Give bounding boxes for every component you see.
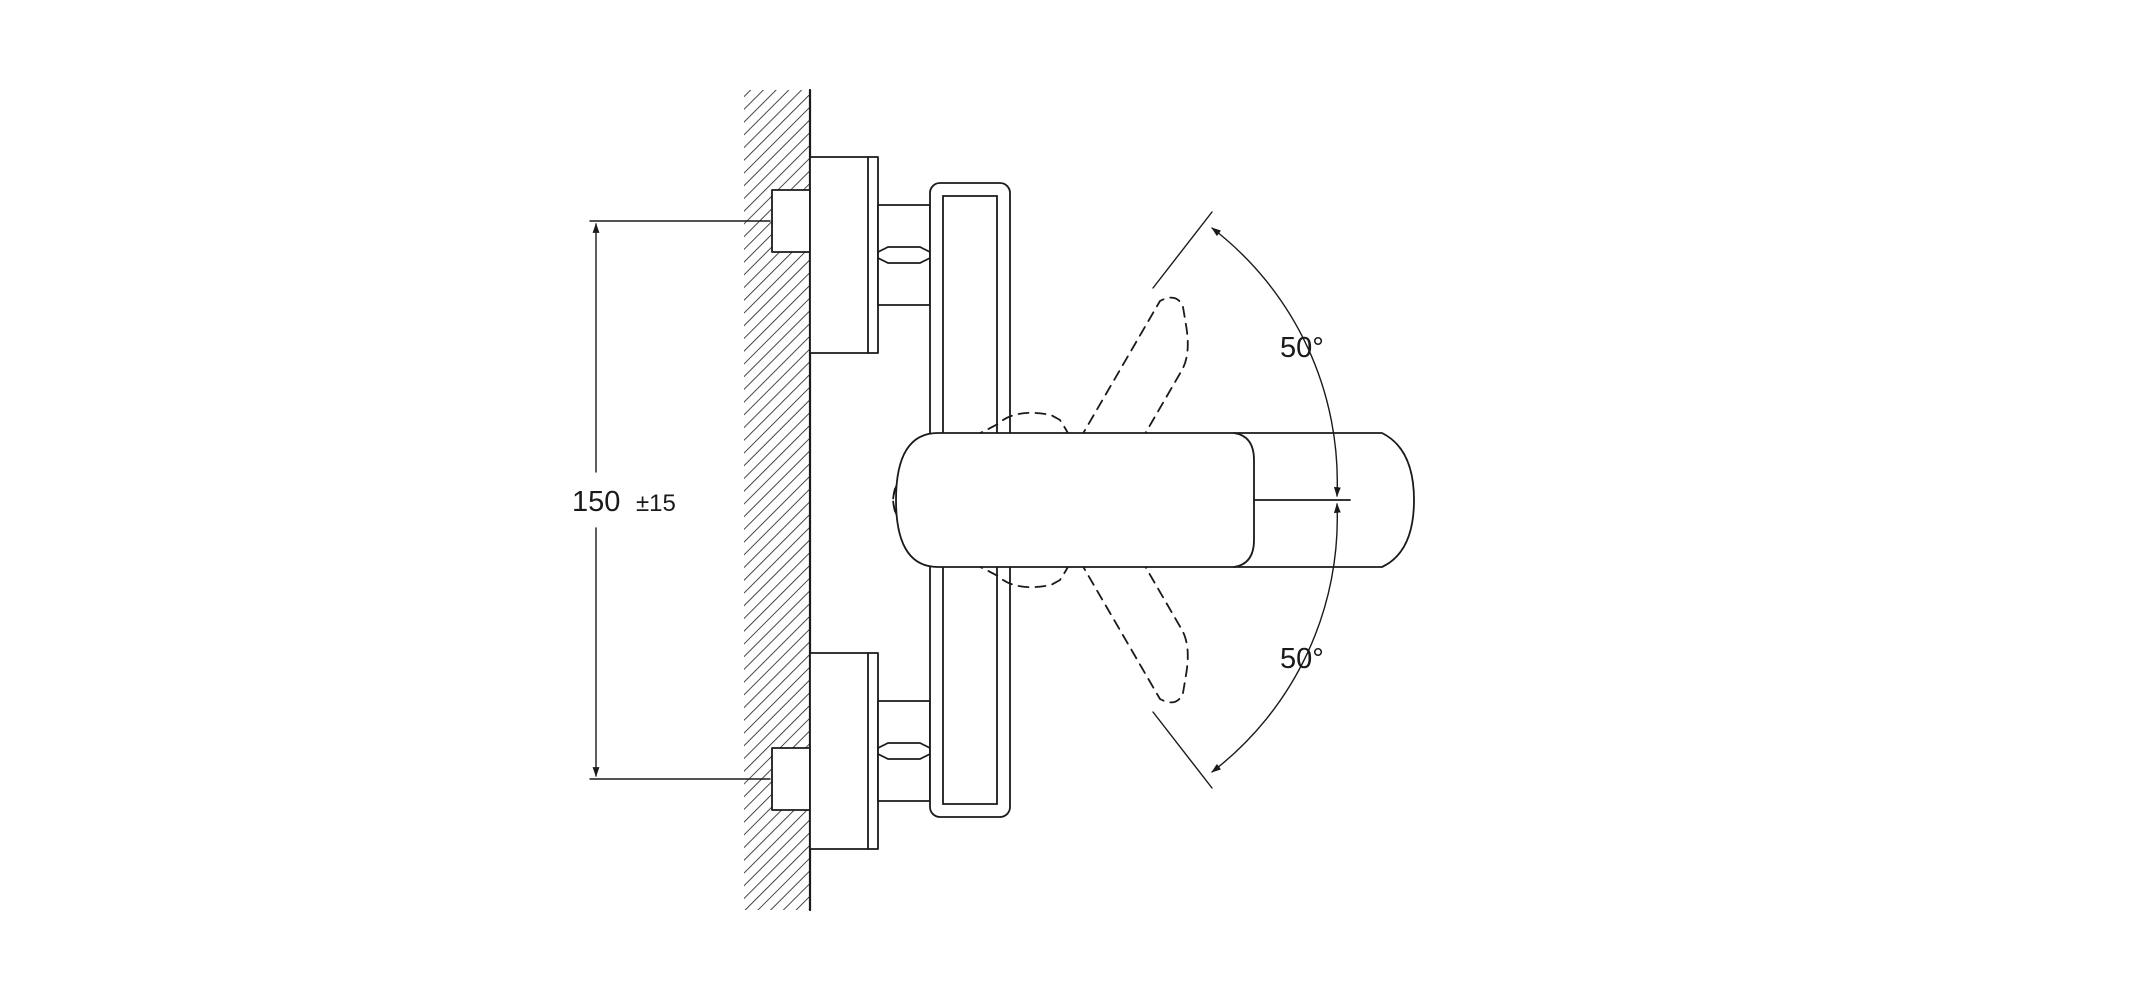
rotation-dimension (1152, 211, 1341, 789)
top-wall-connection (771, 156, 931, 354)
spacing-dimension (589, 220, 771, 780)
rotation-up-label: 50° (1280, 332, 1324, 364)
spacing-tolerance: ±15 (636, 490, 676, 517)
bottom-wall-connection (771, 652, 931, 850)
rotation-down-label: 50° (1280, 643, 1324, 675)
spacing-value: 150 (572, 486, 620, 518)
